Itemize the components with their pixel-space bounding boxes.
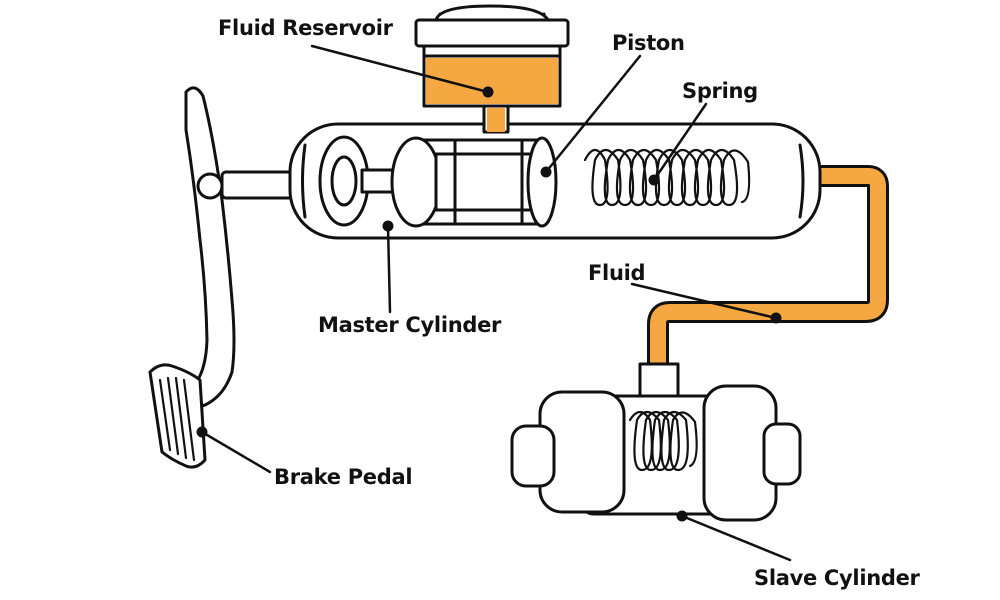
fluid-reservoir [414,4,570,134]
label-master-cylinder: Master Cylinder [318,313,502,337]
label-spring: Spring [682,79,758,103]
label-slave-cylinder: Slave Cylinder [754,566,921,590]
spring-coil [583,148,751,207]
leader-lines [196,44,792,562]
master-cylinder [288,122,822,240]
label-brake-pedal: Brake Pedal [274,465,412,489]
slave-spring-coil [628,410,698,472]
label-piston: Piston [612,31,685,55]
brake-pedal [148,86,236,469]
fluid-pipe [647,165,889,372]
slave-cylinder [510,362,802,522]
label-fluid: Fluid [588,261,645,285]
label-fluid-reservoir: Fluid Reservoir [218,16,394,40]
